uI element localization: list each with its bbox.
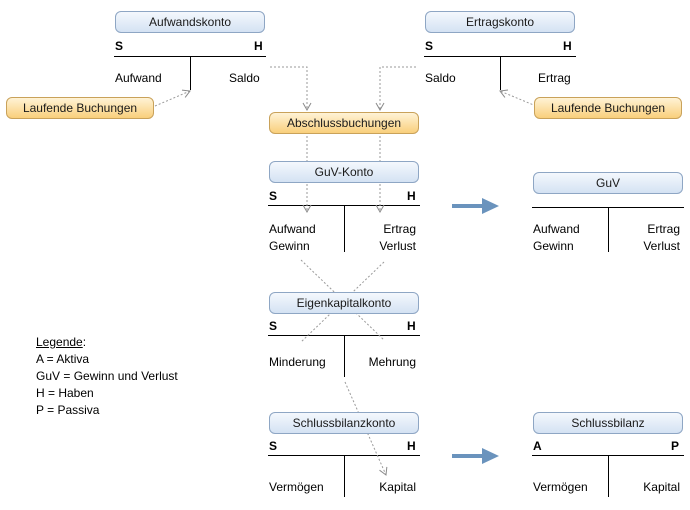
guv-left-entry-2: Gewinn [533,239,574,253]
ertragskonto-title: Ertragskonto [465,15,535,29]
guv-konto-title: GuV-Konto [314,165,374,179]
eigenkapitalkonto-left-entry: Minderung [269,355,326,369]
guv-konto-right-entry-1: Ertrag [383,222,416,236]
aufwandskonto-credit: H [254,39,263,53]
laufende-buchungen-right-box: Laufende Buchungen [534,97,682,119]
aufwandskonto-box: Aufwandskonto [115,11,265,33]
schlussbilanzkonto-title: Schlussbilanzkonto [292,416,396,430]
schlussbilanz-box: Schlussbilanz [533,412,683,434]
eigenkapitalkonto-title: Eigenkapitalkonto [296,296,392,310]
eigenkapitalkonto-debit: S [269,319,278,333]
legend-title: Legende [36,335,83,349]
guv-left-entry-1: Aufwand [533,222,580,236]
schlussbilanzkonto-right-entry: Kapital [379,480,416,494]
ertragskonto-credit: H [563,39,572,53]
schlussbilanzkonto-left-entry: Vermögen [269,480,324,494]
big-arrow-guv [452,198,499,214]
guv-konto-debit: S [269,189,278,203]
eigenkapitalkonto-right-entry: Mehrung [368,355,416,369]
abschlussbuchungen-label: Abschlussbuchungen [286,116,402,130]
guv-right-entry-1: Ertrag [647,222,680,236]
schlussbilanz-credit: P [671,439,680,453]
ertragskonto-right-entry: Ertrag [538,71,571,85]
guv-konto-credit: H [407,189,416,203]
schlussbilanzkonto-debit: S [269,439,278,453]
legend-item: GuV = Gewinn und Verlust [36,369,178,383]
schlussbilanzkonto-credit: H [407,439,416,453]
legend-item: P = Passiva [36,403,100,417]
schlussbilanz-right-entry: Kapital [643,480,680,494]
legend-item: H = Haben [36,386,94,400]
guv-konto-box: GuV-Konto [269,161,419,183]
guv-konto-left-entry-1: Aufwand [269,222,316,236]
ertragskonto-box: Ertragskonto [425,11,575,33]
schlussbilanz-debit: A [533,439,542,453]
guv-right-entry-2: Verlust [643,239,680,253]
aufwandskonto-right-entry: Saldo [229,71,260,85]
guv-konto-right-entry-2: Verlust [379,239,416,253]
ertragskonto-left-entry: Saldo [425,71,456,85]
legend-colon: : [82,335,87,349]
eigenkapitalkonto-box: Eigenkapitalkonto [269,292,419,314]
schlussbilanz-left-entry: Vermögen [533,480,588,494]
legend-item: A = Aktiva [36,352,90,366]
laufende-buchungen-left-label: Laufende Buchungen [22,101,138,115]
laufende-buchungen-left-box: Laufende Buchungen [6,97,154,119]
legend-heading: Legende: [36,334,178,351]
big-arrow-bilanz [452,448,499,464]
legend: Legende: A = Aktiva GuV = Gewinn und Ver… [36,334,178,419]
abschlussbuchungen-box: Abschlussbuchungen [269,112,419,134]
aufwandskonto-left-entry: Aufwand [115,71,162,85]
guv-title: GuV [595,176,620,190]
laufende-buchungen-right-label: Laufende Buchungen [550,101,666,115]
guv-konto-left-entry-2: Gewinn [269,239,310,253]
schlussbilanz-title: Schlussbilanz [571,416,645,430]
ertragskonto-debit: S [425,39,434,53]
guv-box: GuV [533,172,683,194]
eigenkapitalkonto-credit: H [407,319,416,333]
aufwandskonto-title: Aufwandskonto [148,15,232,29]
aufwandskonto-debit: S [115,39,124,53]
schlussbilanzkonto-box: Schlussbilanzkonto [269,412,419,434]
